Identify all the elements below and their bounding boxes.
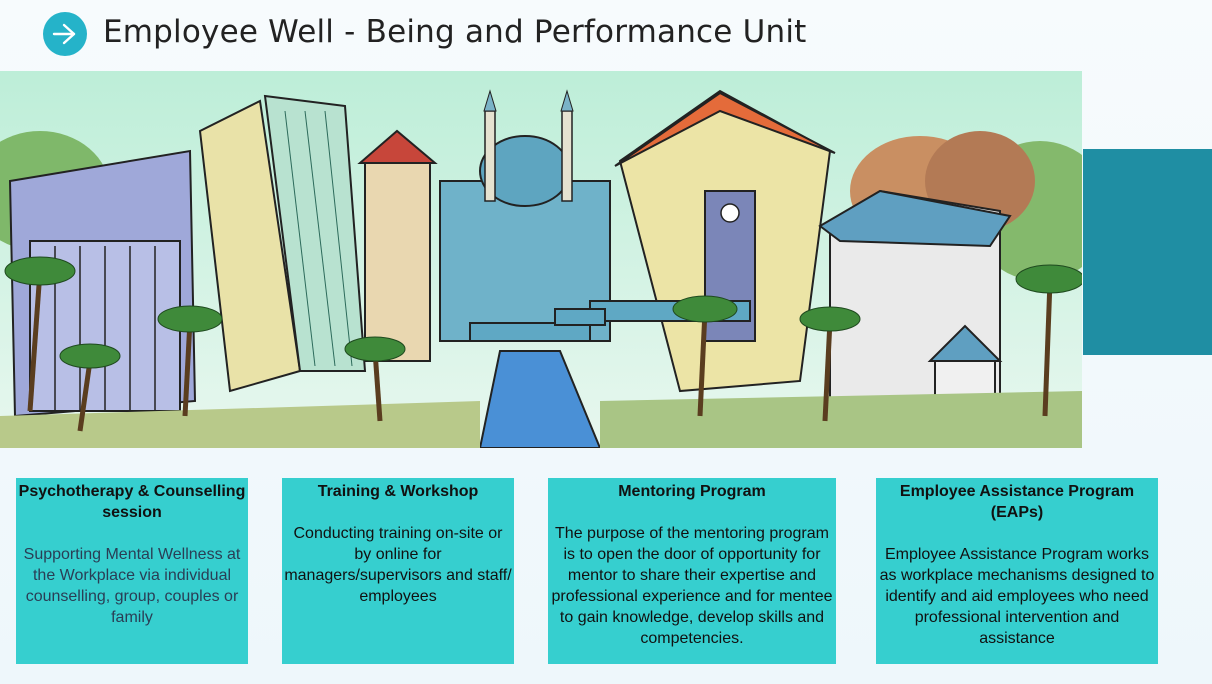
card-eap: Employee Assistance Program (EAPs) Emplo…	[876, 478, 1158, 664]
card-body: Employee Assistance Program works as wor…	[879, 546, 1155, 647]
card-body: The purpose of the mentoring program is …	[551, 525, 833, 647]
campus-illustration	[0, 71, 1082, 448]
card-title: Psychotherapy & Counselling session	[18, 483, 246, 521]
card-title: Employee Assistance Program (EAPs)	[899, 483, 1135, 521]
card-mentoring: Mentoring Program The purpose of the men…	[548, 478, 836, 664]
card-body: Supporting Mental Wellness at the Workpl…	[23, 546, 241, 626]
service-cards: Psychotherapy & Counselling session Supp…	[0, 478, 1212, 664]
card-counselling: Psychotherapy & Counselling session Supp…	[16, 478, 248, 664]
card-title: Training & Workshop	[317, 483, 479, 500]
page-title: Employee Well - Being and Performance Un…	[103, 14, 807, 50]
accent-panel	[1083, 149, 1212, 355]
card-body: Conducting training on-site or by online…	[284, 525, 512, 605]
card-title: Mentoring Program	[618, 483, 766, 500]
arrow-right-icon	[43, 12, 87, 56]
card-training: Training & Workshop Conducting training …	[282, 478, 514, 664]
